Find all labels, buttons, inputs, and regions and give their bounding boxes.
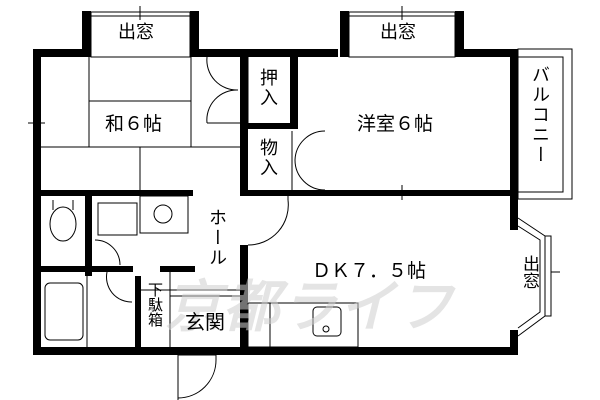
- room-yoshitsu-label: 洋室６帖: [357, 113, 434, 135]
- oshiire-label: 押入: [257, 68, 278, 108]
- watermark: 京都ライフ: [165, 275, 455, 340]
- room-dk-label: ＤＫ７．５帖: [312, 260, 427, 282]
- genkan-label: 玄関: [185, 310, 225, 334]
- room-washitsu-label: 和６帖: [105, 113, 163, 135]
- monoire-label: 物入: [257, 138, 278, 178]
- bay-window-label-top-right: 出窓: [380, 22, 416, 43]
- getabako-label: 下駄箱: [146, 282, 164, 327]
- bay-window-label-top-left: 出窓: [118, 22, 154, 43]
- bay-window-label-right: 出窓: [519, 255, 539, 289]
- hall-label: ホール: [206, 208, 227, 268]
- balcony-label: バルコニー: [529, 65, 550, 165]
